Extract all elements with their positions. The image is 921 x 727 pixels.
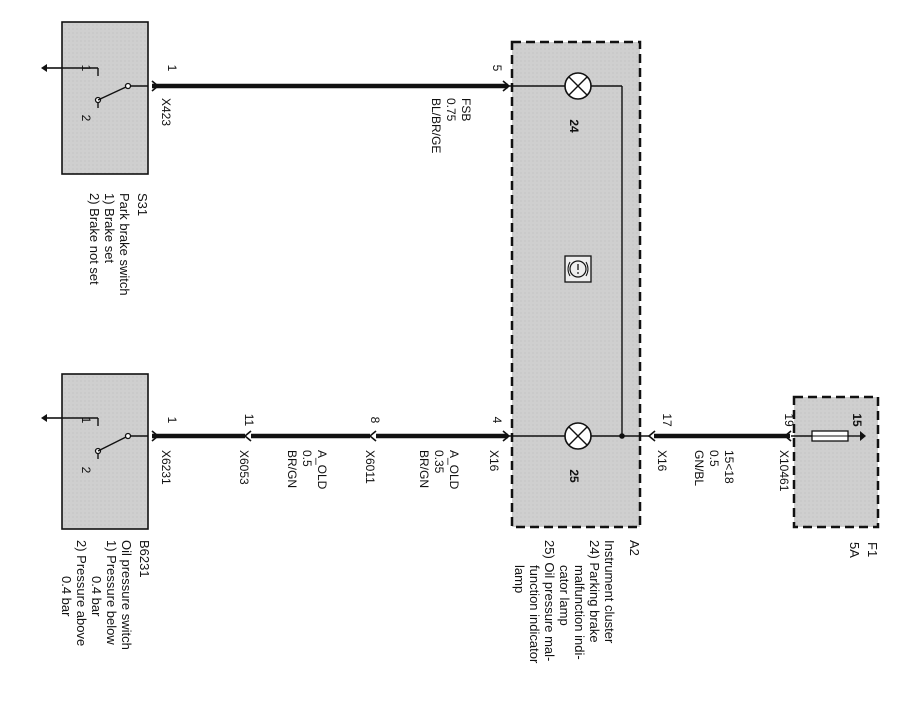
- wire-spec-line: 15<18: [722, 450, 736, 484]
- b6231-pin2-label: 2: [79, 467, 93, 474]
- b6231-legend-1: 1) Pressure below: [104, 540, 119, 645]
- a2-legend-2: malfunction indi-: [572, 565, 587, 660]
- wire-top-label-1: FSB: [459, 98, 473, 121]
- wire-spec-line: GN/BL: [692, 450, 706, 486]
- b6231-legend-2: 0.4 bar: [89, 576, 104, 617]
- supply-terminal-icon: [860, 431, 866, 441]
- wire-spec-line: BR/GN: [285, 450, 299, 488]
- s31-legend-2: 2) Brake not set: [87, 193, 102, 285]
- park-brake-switch: 1 2: [41, 21, 149, 175]
- f1-rating: 5A: [847, 542, 862, 558]
- connector-label: X6053: [237, 450, 251, 485]
- a2-legend-1: 24) Parking brake: [587, 540, 602, 643]
- a2-legend-6: lamp: [512, 565, 527, 593]
- s31-title: Park brake switch: [117, 193, 132, 296]
- ground-icon: [41, 414, 62, 422]
- b6231-box: [61, 373, 149, 530]
- f1-pin-label: 15: [850, 413, 864, 427]
- a2-title: Instrument cluster: [602, 540, 617, 644]
- wire-top-label-3: BL/BR/GE: [429, 98, 443, 153]
- wire-spec-line: A_OLD: [315, 450, 329, 490]
- connector-label: X6011: [363, 450, 377, 484]
- switch-contact-icon: [97, 86, 127, 101]
- connector-label: X16: [487, 450, 501, 472]
- a2-legend-3: cator lamp: [557, 565, 572, 626]
- a2-legend-4: 25) Oil pressure mal-: [542, 540, 557, 661]
- lamp-25-label: 25: [567, 469, 581, 483]
- a2-box: [510, 40, 642, 529]
- pin-label: 17: [660, 413, 674, 427]
- a2-legend-5: function indicator: [527, 565, 542, 664]
- pin-label: 8: [368, 417, 382, 424]
- a2-id: A2: [627, 540, 642, 556]
- pin-label: 19: [782, 413, 796, 427]
- brake-warning-icon: [564, 255, 592, 283]
- b6231-legend-3: 2) Pressure above: [74, 540, 89, 646]
- instrument-cluster: 24 25: [509, 40, 650, 529]
- wire-top-label-2: 0.75: [444, 98, 458, 122]
- wire-top-pin-right: 5: [490, 65, 504, 72]
- wire-fuse-feed: [647, 430, 792, 442]
- b6231-title: Oil pressure switch: [119, 540, 134, 650]
- wire-spec-line: 0.5: [300, 450, 314, 467]
- wire-top-pin-left: 1: [165, 65, 179, 72]
- ground-icon: [41, 64, 62, 72]
- s31-box: [61, 21, 149, 175]
- lamp-24-label: 24: [567, 119, 581, 133]
- connector-label: X10461: [777, 450, 791, 492]
- connector-label: X6231: [159, 450, 173, 485]
- wire-oil-pressure: [151, 430, 511, 442]
- s31-legend-1: 1) Brake set: [102, 193, 117, 263]
- lamp-25-icon: [564, 422, 592, 450]
- connector-label: X16: [655, 450, 669, 472]
- wire-fsb: 1 X423 5 FSB 0.75 BL/BR/GE: [151, 65, 511, 153]
- pin-label: 11: [242, 414, 256, 427]
- wire-spec-line: A_OLD: [447, 450, 461, 490]
- oil-pressure-switch: 1 2: [41, 373, 149, 530]
- wire-spec-line: 0.5: [707, 450, 721, 467]
- b6231-pin1-label: 1: [79, 417, 93, 424]
- switch-contact-icon: [97, 436, 127, 452]
- wire-spec-line: BR/GN: [417, 450, 431, 488]
- f1-id: F1: [865, 542, 880, 557]
- pin-label: 1: [165, 417, 179, 424]
- fuse-f1: 15: [791, 395, 880, 529]
- pin-label: 4: [490, 417, 504, 424]
- wire-spec-line: 0.35: [432, 450, 446, 474]
- lamp-24-icon: [564, 72, 592, 100]
- s31-id: S31: [135, 193, 150, 216]
- f1-box: [792, 395, 880, 529]
- s31-pin2-label: 2: [79, 115, 93, 122]
- s31-pin1-label: 1: [79, 65, 93, 72]
- wire-top-connector-left: X423: [159, 98, 173, 126]
- b6231-legend-4: 0.4 bar: [59, 576, 74, 617]
- b6231-id: B6231: [137, 540, 152, 578]
